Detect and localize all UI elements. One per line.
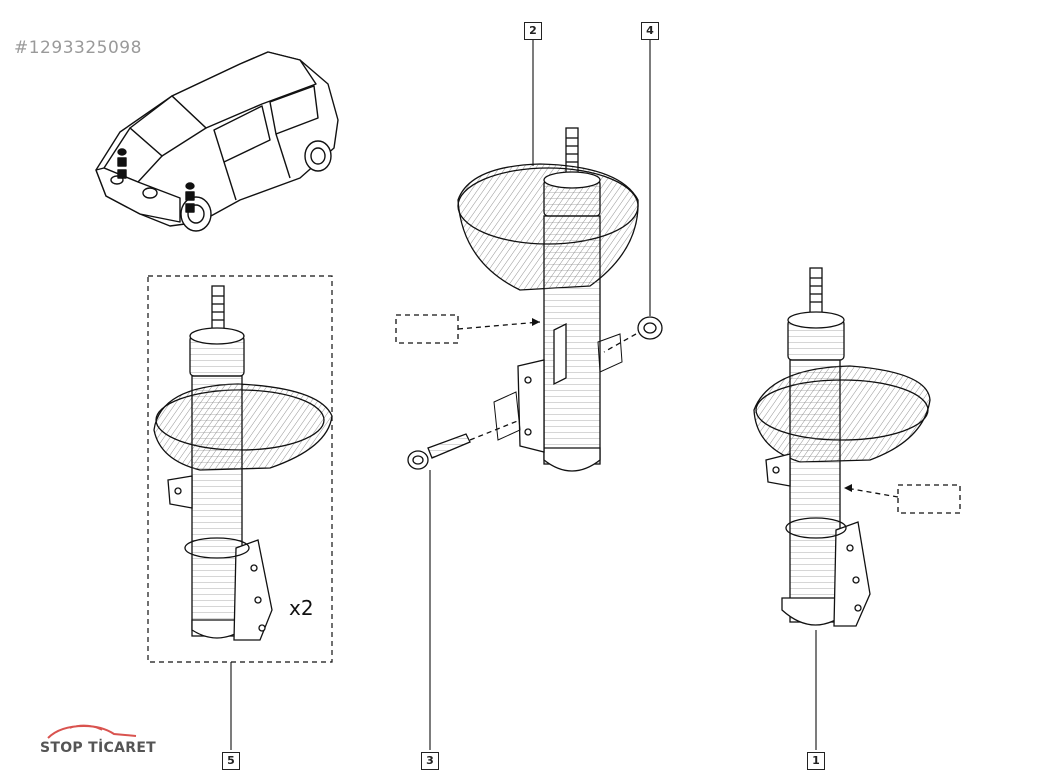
- bolt: [407, 391, 521, 750]
- callout-2: 2: [524, 22, 542, 40]
- nut: [597, 38, 663, 373]
- vehicle-location-illustration: [95, 51, 339, 232]
- callout-1: 1: [807, 752, 825, 770]
- callout-4: 4: [641, 22, 659, 40]
- car-silhouette-logo-icon: [47, 724, 137, 739]
- quantity-label: x2: [289, 596, 314, 620]
- strut-front-left: [395, 38, 639, 472]
- logo-text: STOP TİCARET: [40, 740, 157, 756]
- catalog-number: #1293325098: [14, 38, 142, 58]
- callout-5: 5: [222, 752, 240, 770]
- callout-3: 3: [421, 752, 439, 770]
- strut-assembly-kit: [147, 275, 333, 750]
- stop-ticaret-logo: STOP TİCARET: [40, 720, 156, 766]
- strut-front-right: [753, 267, 961, 750]
